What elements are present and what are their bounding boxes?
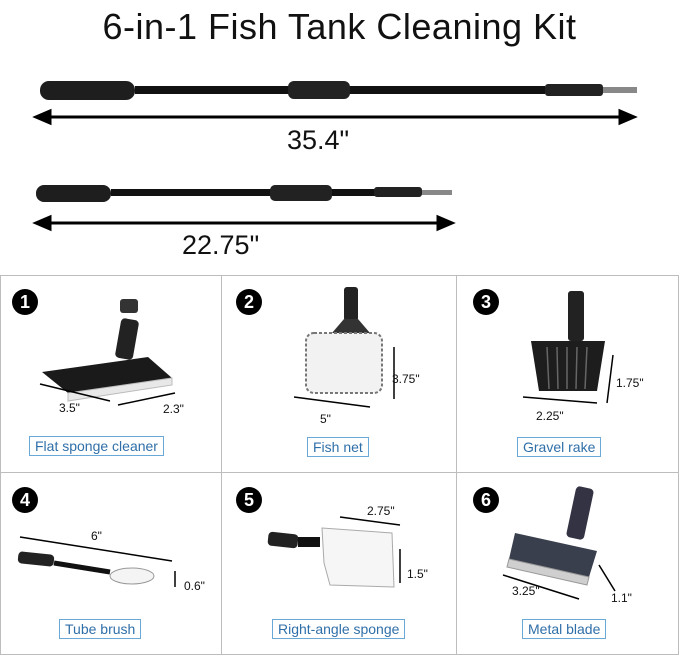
tool-label: Right-angle sponge <box>272 619 406 639</box>
dimension-depth: 1.1" <box>611 591 632 605</box>
gravel-rake-image <box>522 291 614 404</box>
dimension-width: 3.5" <box>59 401 80 415</box>
page-title: 6-in-1 Fish Tank Cleaning Kit <box>102 6 577 47</box>
telescopic-poles-illustration <box>32 81 638 232</box>
long-pole-length: 35.4" <box>287 125 350 155</box>
dimension-length: 6" <box>91 529 102 543</box>
number-badge: 5 <box>236 487 262 513</box>
dimension-height: 1.5" <box>407 567 428 581</box>
dimension-depth: 2.3" <box>163 402 184 416</box>
number-badge: 3 <box>473 289 499 315</box>
fish-net-image <box>293 287 395 408</box>
right-angle-sponge-image <box>267 516 401 588</box>
tool-label: Tube brush <box>59 619 142 639</box>
dimension-width: 3.25" <box>512 584 540 598</box>
dimension-width: 5" <box>320 412 331 426</box>
tool-label: Fish net <box>307 437 369 457</box>
long-pole-dimension-arrow <box>32 108 638 126</box>
number-badge: 2 <box>236 289 262 315</box>
tool-label: Gravel rake <box>517 437 602 457</box>
number-badge: 6 <box>473 487 499 513</box>
tool-card-metal-blade: 6 3.25" 1.1" Metal blade <box>457 473 679 655</box>
long-pole-image <box>40 81 637 100</box>
tools-grid: 1 3.5" 2.3" Flat sponge cleaner 2 5" 3.7… <box>0 275 679 655</box>
tool-label: Flat sponge cleaner <box>29 436 164 456</box>
tool-card-gravel-rake: 3 2.25" 1.75" Gravel rake <box>457 275 679 473</box>
short-pole-image <box>36 185 452 202</box>
dimension-width: 2.75" <box>367 504 395 518</box>
tool-label: Metal blade <box>522 619 607 639</box>
tube-brush-image <box>17 536 176 587</box>
flat-sponge-cleaner-image <box>39 299 176 406</box>
short-pole-dimension-arrow <box>32 214 456 232</box>
tool-card-tube-brush: 4 6" 0.6" Tube brush <box>0 473 222 655</box>
tool-card-right-angle-sponge: 5 2.75" 1.5" Right-angle sponge <box>222 473 457 655</box>
number-badge: 4 <box>12 487 38 513</box>
tool-card-fish-net: 2 5" 3.75" Fish net <box>222 275 457 473</box>
dimension-height: 1.75" <box>616 376 644 390</box>
tool-card-flat-sponge: 1 3.5" 2.3" Flat sponge cleaner <box>0 275 222 473</box>
metal-blade-image <box>502 486 616 600</box>
dimension-width: 2.25" <box>536 409 564 423</box>
short-pole-length: 22.75" <box>182 230 260 260</box>
number-badge: 1 <box>12 289 38 315</box>
dimension-diameter: 0.6" <box>184 579 205 593</box>
dimension-height: 3.75" <box>392 372 420 386</box>
